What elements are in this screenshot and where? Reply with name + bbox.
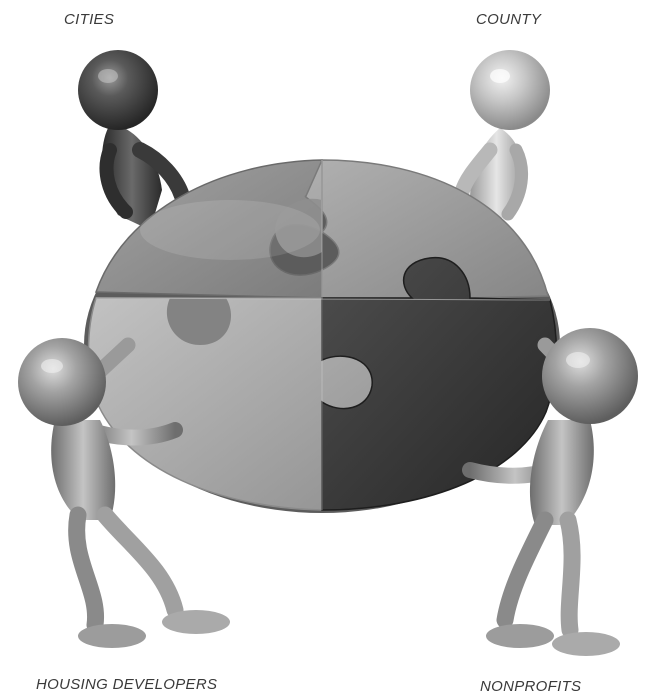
puzzle-disk	[84, 160, 560, 513]
figure-county	[462, 50, 550, 222]
figure-cities	[78, 50, 182, 230]
